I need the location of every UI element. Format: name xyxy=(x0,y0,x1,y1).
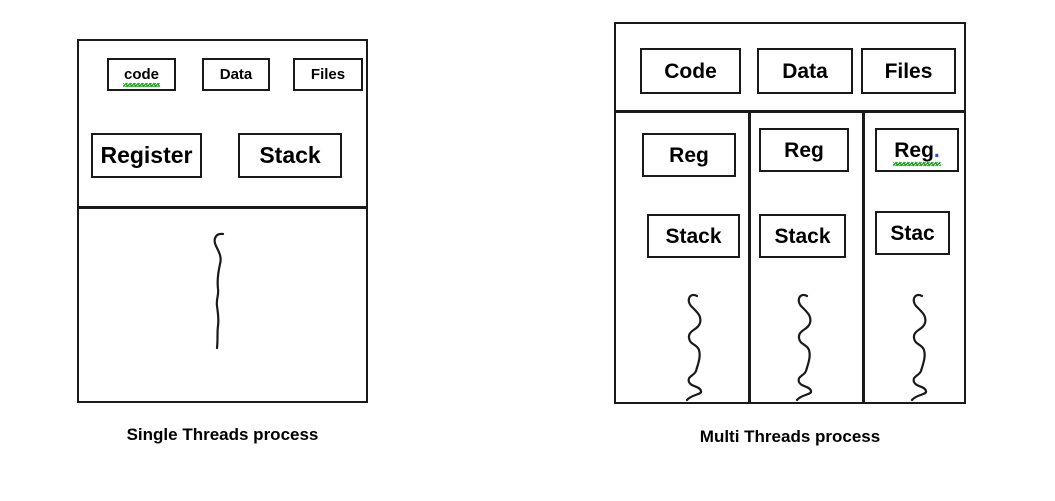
thread-3-register-label: Reg. xyxy=(893,138,941,166)
single-thread-code-label: code xyxy=(122,67,161,88)
single-thread-caption: Single Threads process xyxy=(126,425,319,444)
single-thread-process-frame: code Data Files Register Stack xyxy=(76,39,368,403)
single-thread-stack-box: Stack xyxy=(238,133,342,178)
thread-1-register-label: Reg xyxy=(669,143,709,167)
thread-1-stack-label: Stack xyxy=(665,224,722,248)
wavy-thread-line-icon xyxy=(910,293,928,402)
single-thread-files-label: Files xyxy=(310,66,346,83)
multi-thread-code-label: Code xyxy=(664,59,717,83)
thread-3-stack-box: Stac xyxy=(875,211,950,255)
single-thread-code-box: code xyxy=(107,58,176,91)
multi-thread-column-divider-2 xyxy=(862,110,865,404)
thread-2-register-label: Reg xyxy=(784,138,824,162)
wavy-thread-line-icon xyxy=(685,293,703,402)
multi-thread-data-box: Data xyxy=(757,48,853,94)
multi-thread-column-divider-1 xyxy=(748,110,751,404)
single-thread-data-box: Data xyxy=(202,58,270,91)
thread-1-stack-box: Stack xyxy=(647,214,740,258)
multi-thread-section-divider xyxy=(613,110,966,113)
single-thread-files-box: Files xyxy=(293,58,363,91)
wavy-thread-line-icon xyxy=(213,232,225,350)
thread-3-execution-curve xyxy=(899,290,949,410)
thread-1-register-box: Reg xyxy=(642,133,736,177)
register-label-period: . xyxy=(933,138,940,162)
thread-2-stack-box: Stack xyxy=(759,214,846,258)
wavy-thread-line-icon xyxy=(795,293,813,402)
single-thread-execution-curve xyxy=(199,231,239,356)
multi-thread-process-frame: Code Data Files Reg Stack Reg Stack Reg.… xyxy=(613,22,966,404)
multi-thread-caption: Multi Threads process xyxy=(699,427,881,446)
multi-thread-files-label: Files xyxy=(884,59,933,83)
single-thread-section-divider xyxy=(76,206,368,209)
thread-3-stack-label: Stac xyxy=(890,221,935,245)
thread-2-stack-label: Stack xyxy=(774,224,831,248)
thread-1-execution-curve xyxy=(674,290,724,410)
single-thread-data-label: Data xyxy=(219,66,253,83)
multi-thread-files-box: Files xyxy=(861,48,956,94)
thread-2-execution-curve xyxy=(784,290,834,410)
single-thread-register-box: Register xyxy=(91,133,202,178)
spellcheck-squiggle-icon xyxy=(123,82,159,88)
single-thread-register-label: Register xyxy=(100,142,193,168)
spellcheck-squiggle-icon xyxy=(894,161,940,166)
single-thread-stack-label: Stack xyxy=(259,142,321,168)
thread-3-register-box: Reg. xyxy=(875,128,959,172)
thread-2-register-box: Reg xyxy=(759,128,849,172)
multi-thread-data-label: Data xyxy=(782,59,828,83)
multi-thread-code-box: Code xyxy=(640,48,741,94)
